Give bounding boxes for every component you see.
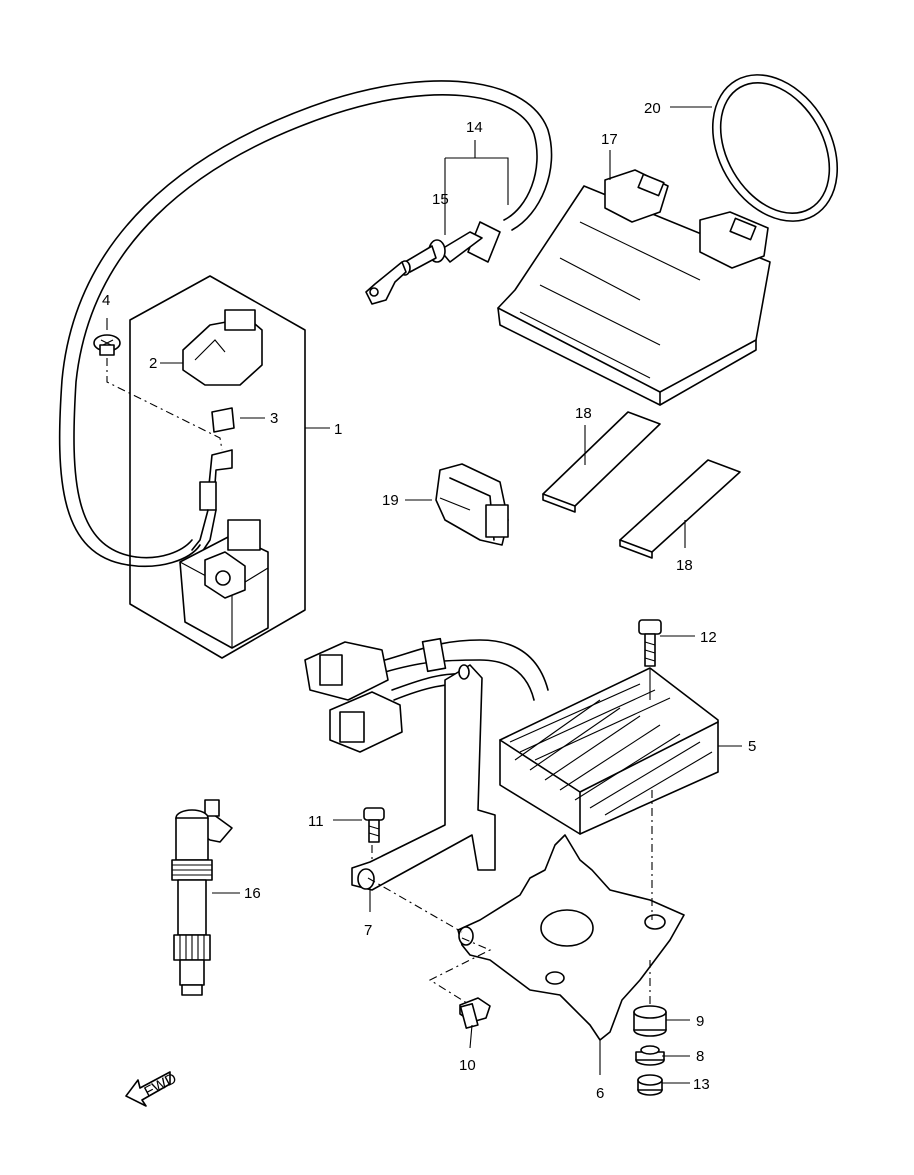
callout-11: 11	[308, 813, 324, 830]
harness-terminal	[365, 221, 501, 305]
callout-13: 13	[693, 1076, 710, 1093]
callout-1: 1	[334, 421, 342, 438]
cushion-pads	[542, 411, 741, 559]
nut	[637, 1074, 663, 1096]
bolt	[638, 619, 662, 700]
mounting-plate	[457, 834, 685, 1041]
fwd-label: FWD	[141, 1070, 179, 1101]
callout-3: 3	[270, 410, 278, 427]
coupler	[435, 463, 509, 546]
rubber-band	[711, 74, 839, 222]
callout-17: 17	[601, 131, 618, 148]
callout-9: 9	[696, 1013, 704, 1030]
callout-18-upper: 18	[575, 405, 592, 422]
callout-18-lower: 18	[676, 557, 693, 574]
callout-20: 20	[644, 100, 661, 117]
callout-16: 16	[244, 885, 261, 902]
regulator-rectifier	[499, 667, 719, 835]
ecu-unit	[497, 169, 771, 406]
callout-15: 15	[432, 191, 449, 208]
callouts: 1 2 3 4 5 6 7 8 9 10 11 12 13 14 15 16 1…	[102, 100, 756, 1102]
callout-7: 7	[364, 922, 372, 939]
bracket	[351, 664, 496, 891]
callout-14: 14	[466, 119, 483, 136]
callout-6: 6	[596, 1085, 604, 1102]
callout-5: 5	[748, 738, 756, 755]
forward-arrow-icon: FWD	[125, 1070, 180, 1107]
assembly-lines	[106, 358, 653, 1006]
leader-lines	[106, 106, 742, 1084]
callout-19: 19	[382, 492, 399, 509]
bolt	[459, 997, 491, 1029]
callout-10: 10	[459, 1057, 476, 1074]
callout-2: 2	[149, 355, 157, 372]
collar	[635, 1045, 665, 1066]
callout-8: 8	[696, 1048, 704, 1065]
harness-cable	[58, 80, 553, 568]
callout-12: 12	[700, 629, 717, 646]
grommet	[633, 1005, 667, 1037]
callout-4: 4	[102, 292, 110, 309]
regulator-harness	[304, 637, 549, 753]
starter-relay-assembly	[129, 275, 306, 659]
bolt	[363, 807, 385, 843]
ignition-coil	[171, 799, 233, 996]
screw	[93, 334, 121, 356]
